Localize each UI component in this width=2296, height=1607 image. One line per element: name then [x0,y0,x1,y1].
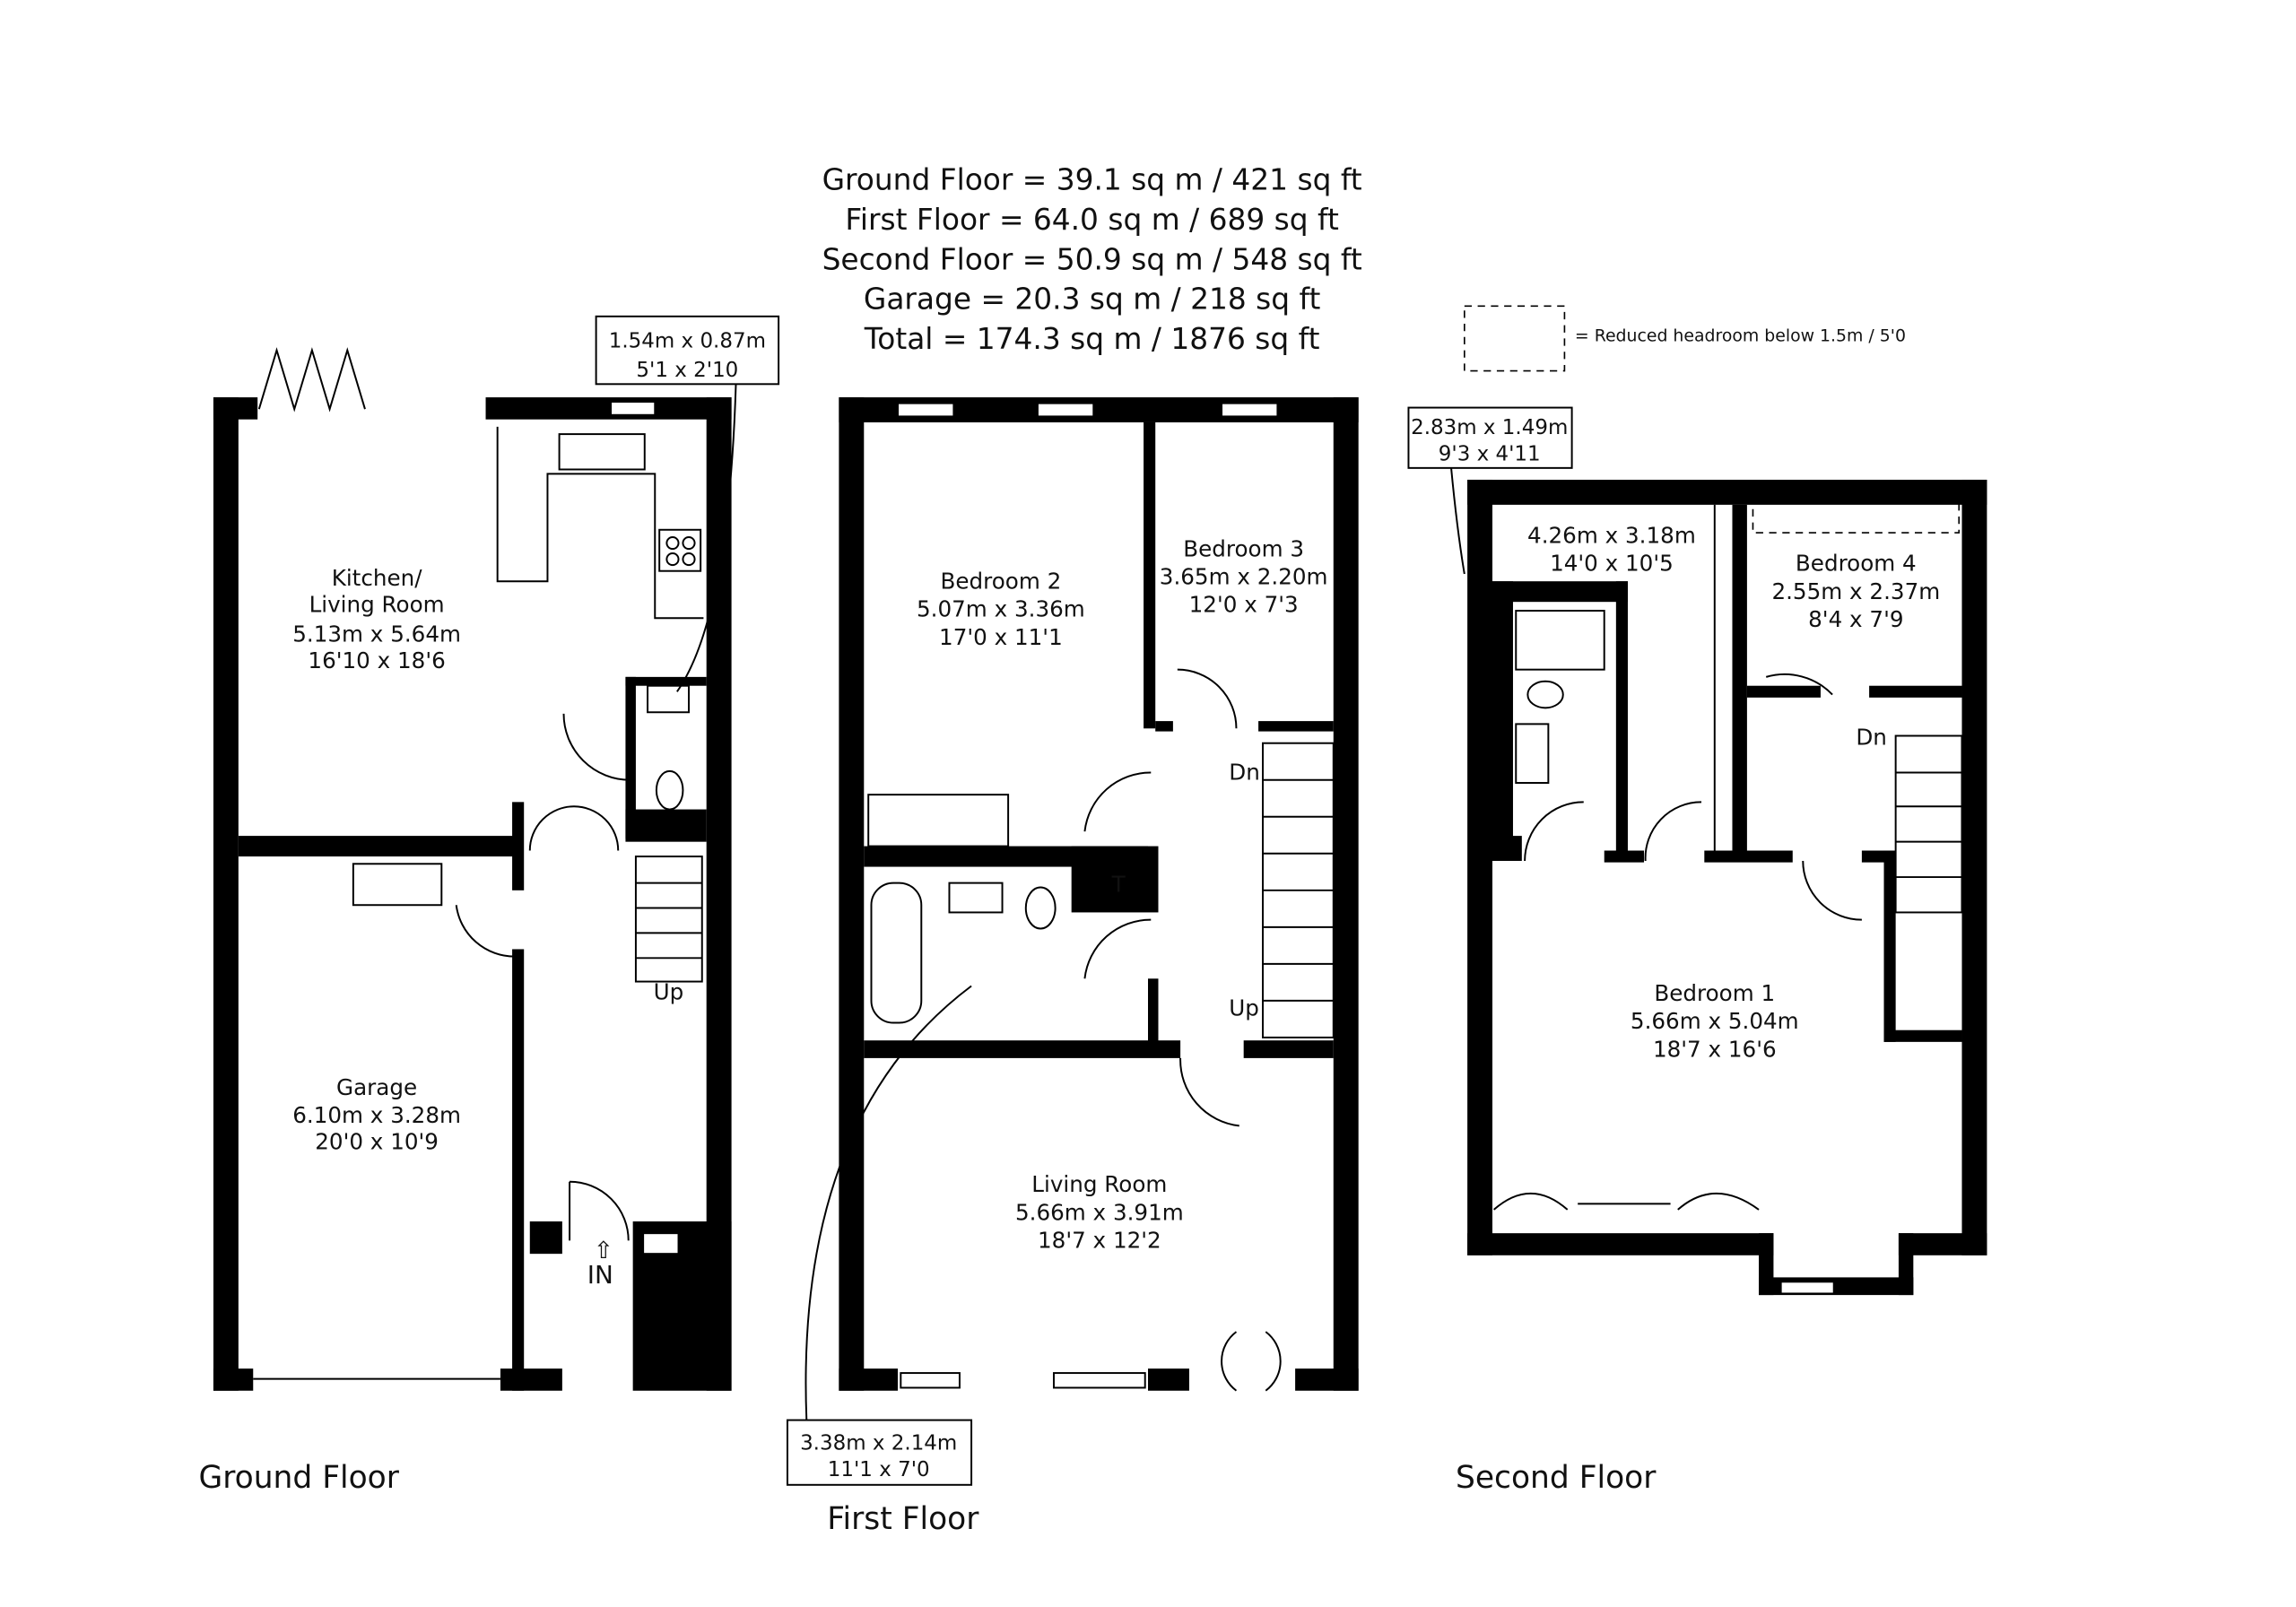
bedroom1-imperial: 18'7 x 16'6 [1653,1036,1777,1062]
basin-icon [948,882,1004,914]
kitchen-name: Kitchen/ [332,565,422,591]
entrance-arrow-icon: ⇧ [594,1238,613,1264]
ensuite-dimension-box: 2.83m x 1.49m 9'3 x 4'11 [1407,406,1573,575]
living-imperial: 18'7 x 12'2 [1038,1228,1161,1254]
headroom-legend: = Reduced headroom below 1.5m / 5'0 [1464,305,1906,372]
garage-imperial: 20'0 x 10'9 [315,1129,439,1155]
living-name: Living Room [1031,1171,1167,1197]
ground-floor-plan: Up IN ⇧ Kitchen/ Living Room 5.13m x 5.6… [199,315,780,1496]
bedroom2-name: Bedroom 2 [940,568,1061,594]
kitchen-metric: 5.13m x 5.64m [292,621,461,647]
first-stairs: Dn Up [1229,742,1335,1038]
second-floor-plan: Dn 4.26m x 3.18m 14'0 x 10'5 Bedroom 4 2… [1407,406,1987,1496]
living-metric: 5.66m x 3.91m [1015,1199,1184,1225]
summary-garage: Garage = 20.3 sq m / 218 sq ft [864,282,1321,317]
bedroom2-imperial: 17'0 x 11'1 [939,624,1063,650]
sink-icon [558,433,646,471]
headroom-swatch [1464,305,1566,372]
area-summary: Ground Floor = 39.1 sq m / 421 sq ft Fir… [822,163,1362,356]
ground-stairs: Up [634,856,703,1004]
bedroom4-metric: 2.55m x 2.37m [1771,578,1940,604]
summary-ground: Ground Floor = 39.1 sq m / 421 sq ft [822,163,1362,197]
stairs-dn-label: Dn [1229,760,1260,786]
dressing-imperial: 14'0 x 10'5 [1550,551,1674,577]
summary-first: First Floor = 64.0 sq m / 689 sq ft [845,203,1339,237]
wc-dimension-box: 1.54m x 0.87m 5'1 x 2'10 [595,315,780,692]
toilet-icon [1526,680,1564,709]
headroom-legend-text: = Reduced headroom below 1.5m / 5'0 [1575,326,1906,346]
second-floor-title: Second Floor [1456,1460,1657,1496]
shower-icon [1515,610,1605,671]
ensuite-metric: 2.83m x 1.49m [1411,416,1568,439]
dressing-metric: 4.26m x 3.18m [1527,523,1696,549]
bath-metric: 3.38m x 2.14m [800,1431,957,1455]
summary-second: Second Floor = 50.9 sq m / 548 sq ft [822,242,1362,276]
garage-name: Garage [336,1074,417,1100]
bedroom4-name: Bedroom 4 [1796,551,1917,577]
bathroom-dimension-box: 3.38m x 2.14m 11'1 x 7'0 [786,985,973,1486]
stairs-up-label: Up [1229,995,1259,1021]
toilet-icon [1024,886,1057,930]
kitchen-name2: Living Room [309,592,445,618]
kitchen-imperial: 16'10 x 18'6 [308,647,445,673]
bedroom2-metric: 5.07m x 3.36m [917,596,1085,622]
basin-icon [1515,723,1550,785]
second-stairs: Dn [1856,724,1963,914]
basin-icon [647,684,690,714]
bedroom3-imperial: 12'0 x 7'3 [1189,592,1299,618]
first-floor-plan: T Dn Up Bedroom 2 5.07m x 3.36m 17'0 x 1… [786,397,1359,1537]
garage-metric: 6.10m x 3.28m [292,1102,461,1128]
bath-imperial: 11'1 x 7'0 [828,1458,930,1481]
summary-total: Total = 174.3 sq m / 1876 sq ft [864,322,1320,356]
ground-floor-title: Ground Floor [199,1460,400,1496]
bedroom3-metric: 3.65m x 2.20m [1160,563,1328,589]
bathtub-icon [870,882,923,1024]
wc-metric: 1.54m x 0.87m [609,329,766,352]
cupboard-label: T [1111,871,1126,897]
toilet-icon [655,769,684,811]
bedroom3-name: Bedroom 3 [1183,535,1304,561]
hob-icon [658,528,702,572]
entrance-label: IN [587,1260,613,1290]
bedroom4-imperial: 8'4 x 7'9 [1808,606,1903,632]
first-floor-title: First Floor [827,1501,979,1537]
stairs-dn-label: Dn [1856,724,1887,750]
bedroom1-metric: 5.66m x 5.04m [1631,1008,1799,1034]
ensuite-imperial: 9'3 x 4'11 [1439,443,1541,466]
stairs-up-label: Up [654,978,684,1004]
wc-imperial: 5'1 x 2'10 [636,359,738,382]
bedroom1-name: Bedroom 1 [1654,980,1775,1006]
